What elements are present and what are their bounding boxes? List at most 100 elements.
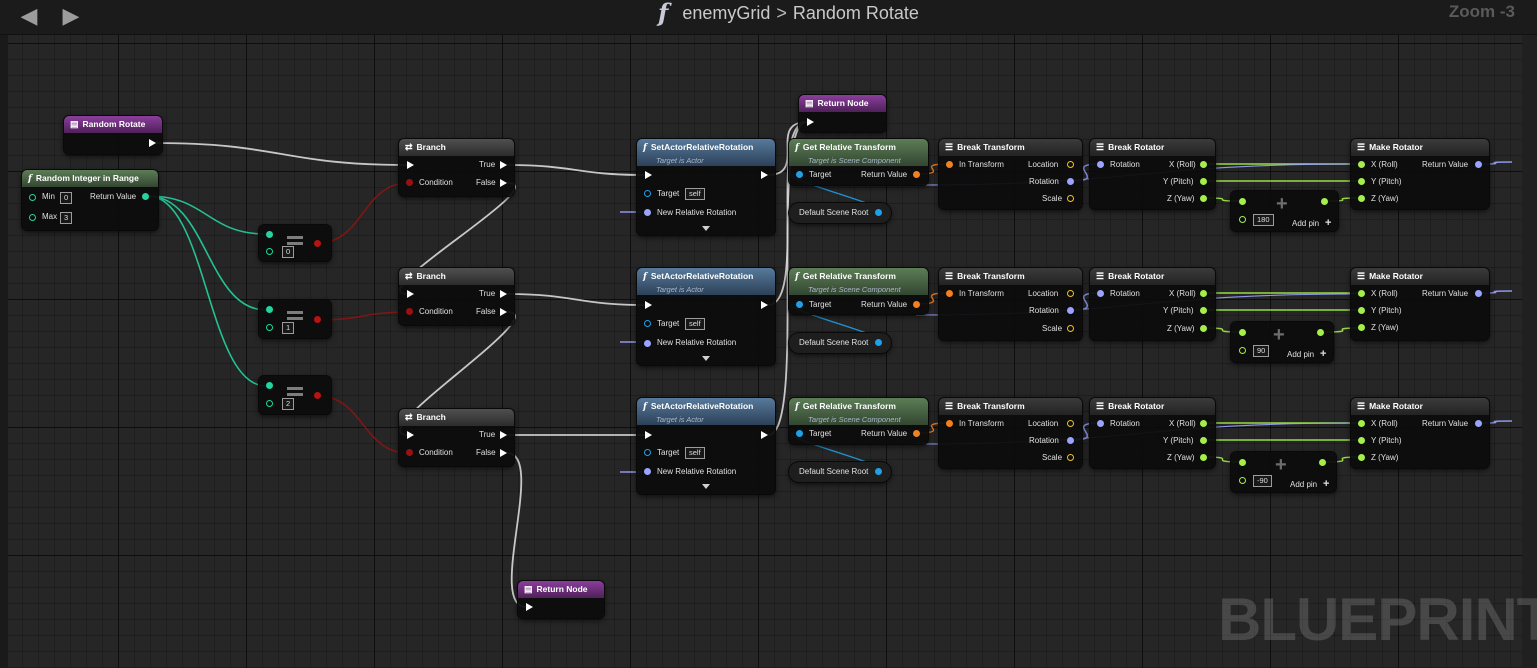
y-pitch-pin[interactable] xyxy=(1358,178,1365,185)
add-float-node-3[interactable]: -90 + Add pin + xyxy=(1231,452,1336,492)
branch-node-3[interactable]: ⇄Branch Condition True False xyxy=(399,409,514,466)
add-pin-label[interactable]: Add pin xyxy=(1292,219,1320,228)
return-rotator-pin[interactable] xyxy=(1475,161,1482,168)
equal-input-b-pin[interactable] xyxy=(266,324,273,331)
condition-pin[interactable] xyxy=(406,179,413,186)
exec-in-pin[interactable] xyxy=(645,431,652,439)
false-exec-pin[interactable] xyxy=(500,308,507,316)
return-rotator-pin[interactable] xyxy=(1475,290,1482,297)
false-exec-pin[interactable] xyxy=(500,179,507,187)
expand-arrow-icon[interactable] xyxy=(702,226,710,231)
y-pitch-pin[interactable] xyxy=(1200,307,1207,314)
return-rotator-pin[interactable] xyxy=(1475,420,1482,427)
default-scene-root-node-1[interactable]: Default Scene Root xyxy=(789,203,891,223)
make-rotator-node-3[interactable]: ☰Make Rotator X (Roll) Y (Pitch) Z (Yaw)… xyxy=(1351,398,1489,468)
min-input-pin[interactable] xyxy=(29,194,36,201)
z-yaw-pin[interactable] xyxy=(1358,195,1365,202)
equal-input-b-pin[interactable] xyxy=(266,248,273,255)
add-output-pin[interactable] xyxy=(1321,198,1328,205)
expand-arrow-icon[interactable] xyxy=(702,484,710,489)
exec-in-pin[interactable] xyxy=(407,431,414,439)
add-output-pin[interactable] xyxy=(1319,459,1326,466)
equal-value-field[interactable]: 2 xyxy=(282,398,295,410)
break-rotator-node-2[interactable]: ☰Break Rotator Rotation X (Roll) Y (Pitc… xyxy=(1090,268,1215,340)
scale-pin[interactable] xyxy=(1067,325,1074,332)
target-pin[interactable] xyxy=(644,320,651,327)
equal-node-0[interactable]: 0 xyxy=(259,225,331,261)
default-scene-root-node-2[interactable]: Default Scene Root xyxy=(789,333,891,353)
function-entry-node[interactable]: ▤Random Rotate xyxy=(64,116,162,154)
return-transform-pin[interactable] xyxy=(913,171,920,178)
new-relative-rotation-pin[interactable] xyxy=(644,468,651,475)
condition-pin[interactable] xyxy=(406,449,413,456)
add-input-a-pin[interactable] xyxy=(1239,329,1246,336)
exec-in-pin[interactable] xyxy=(807,118,814,126)
target-pin[interactable] xyxy=(796,301,803,308)
x-roll-pin[interactable] xyxy=(1200,420,1207,427)
exec-out-pin[interactable] xyxy=(149,139,156,147)
location-pin[interactable] xyxy=(1067,161,1074,168)
false-exec-pin[interactable] xyxy=(500,449,507,457)
x-roll-pin[interactable] xyxy=(1200,290,1207,297)
break-transform-node-1[interactable]: ☰Break Transform In Transform Location R… xyxy=(939,139,1082,209)
exec-out-pin[interactable] xyxy=(761,301,768,309)
right-scrollbar[interactable] xyxy=(1522,35,1537,668)
break-rotator-node-1[interactable]: ☰Break Rotator Rotation X (Roll) Y (Pitc… xyxy=(1090,139,1215,209)
expand-arrow-icon[interactable] xyxy=(702,356,710,361)
scene-component-pin[interactable] xyxy=(875,339,882,346)
scene-component-pin[interactable] xyxy=(875,209,882,216)
x-roll-pin[interactable] xyxy=(1358,420,1365,427)
in-transform-pin[interactable] xyxy=(946,161,953,168)
return-transform-pin[interactable] xyxy=(913,430,920,437)
min-value-field[interactable]: 0 xyxy=(60,192,73,204)
condition-pin[interactable] xyxy=(406,308,413,315)
add-value-field[interactable]: -90 xyxy=(1253,475,1272,487)
equal-value-field[interactable]: 1 xyxy=(282,322,295,334)
equal-result-pin[interactable] xyxy=(314,392,321,399)
rotation-input-pin[interactable] xyxy=(1097,290,1104,297)
max-value-field[interactable]: 3 xyxy=(60,212,73,224)
branch-node-1[interactable]: ⇄Branch Condition True False xyxy=(399,139,514,196)
add-input-a-pin[interactable] xyxy=(1239,459,1246,466)
break-rotator-node-3[interactable]: ☰Break Rotator Rotation X (Roll) Y (Pitc… xyxy=(1090,398,1215,468)
equal-input-a-pin[interactable] xyxy=(266,382,273,389)
return-node-top[interactable]: ▤Return Node xyxy=(799,95,886,132)
exec-in-pin[interactable] xyxy=(407,290,414,298)
scale-pin[interactable] xyxy=(1067,454,1074,461)
add-pin-label[interactable]: Add pin xyxy=(1287,350,1315,359)
equal-input-a-pin[interactable] xyxy=(266,306,273,313)
exec-out-pin[interactable] xyxy=(761,171,768,179)
in-transform-pin[interactable] xyxy=(946,290,953,297)
true-exec-pin[interactable] xyxy=(500,161,507,169)
add-value-field[interactable]: 90 xyxy=(1253,345,1270,357)
make-rotator-node-1[interactable]: ☰Make Rotator X (Roll) Y (Pitch) Z (Yaw)… xyxy=(1351,139,1489,209)
y-pitch-pin[interactable] xyxy=(1200,437,1207,444)
z-yaw-pin[interactable] xyxy=(1358,454,1365,461)
add-input-b-pin[interactable] xyxy=(1239,216,1246,223)
exec-in-pin[interactable] xyxy=(645,171,652,179)
x-roll-pin[interactable] xyxy=(1358,161,1365,168)
add-value-field[interactable]: 180 xyxy=(1253,214,1274,226)
make-rotator-node-2[interactable]: ☰Make Rotator X (Roll) Y (Pitch) Z (Yaw)… xyxy=(1351,268,1489,340)
return-node-bottom[interactable]: ▤Return Node xyxy=(518,581,604,618)
break-transform-node-3[interactable]: ☰Break Transform In Transform Location R… xyxy=(939,398,1082,468)
true-exec-pin[interactable] xyxy=(500,431,507,439)
add-pin-label[interactable]: Add pin xyxy=(1290,480,1318,489)
z-yaw-pin[interactable] xyxy=(1200,325,1207,332)
z-yaw-pin[interactable] xyxy=(1358,324,1365,331)
add-pin-plus-icon[interactable]: + xyxy=(1323,478,1330,490)
forward-arrow-icon[interactable]: ▶ xyxy=(62,3,80,28)
exec-out-pin[interactable] xyxy=(761,431,768,439)
y-pitch-pin[interactable] xyxy=(1358,437,1365,444)
exec-in-pin[interactable] xyxy=(407,161,414,169)
rotation-input-pin[interactable] xyxy=(1097,420,1104,427)
equal-value-field[interactable]: 0 xyxy=(282,246,295,258)
exec-in-pin[interactable] xyxy=(526,603,533,611)
target-pin[interactable] xyxy=(796,430,803,437)
in-transform-pin[interactable] xyxy=(946,420,953,427)
scene-component-pin[interactable] xyxy=(875,468,882,475)
add-input-a-pin[interactable] xyxy=(1239,198,1246,205)
